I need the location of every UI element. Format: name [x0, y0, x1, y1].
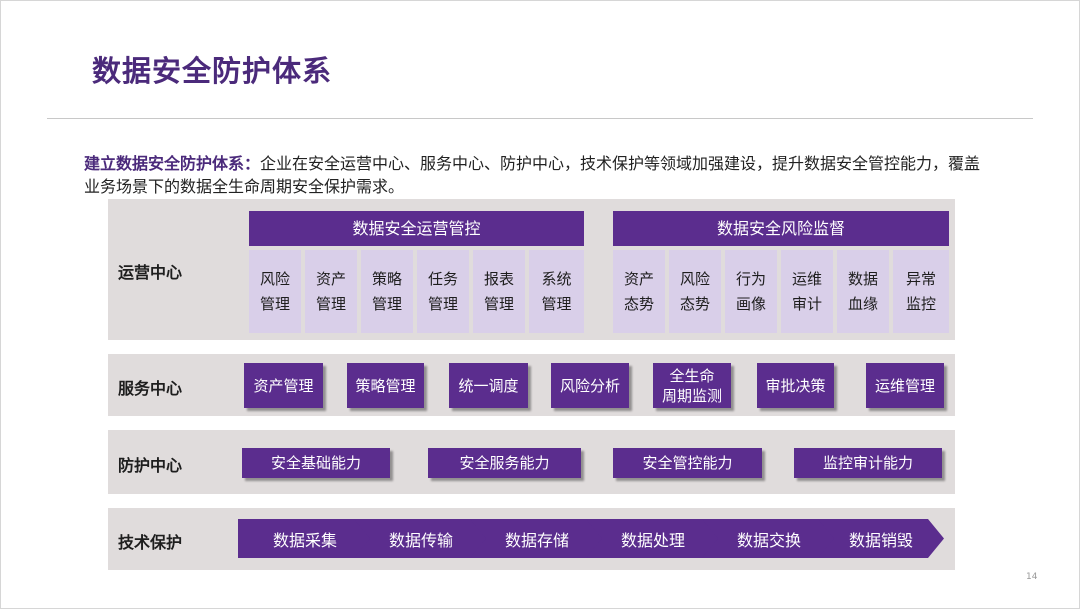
tile-anomaly-monitoring: 异常 监控 — [893, 250, 949, 333]
page-title: 数据安全防护体系 — [92, 54, 333, 88]
protection-item-foundation: 安全基础能力 — [242, 448, 390, 478]
tech-step-processing: 数据处理 — [586, 519, 720, 558]
tile-asset-management: 资产 管理 — [305, 250, 357, 333]
service-label: 服务中心 — [118, 379, 183, 398]
tile-risk-posture: 风险 态势 — [669, 250, 721, 333]
operations-group-supervision: 数据安全风险监督 资产 态势 风险 态势 行为 画像 运维 审计 数据 血缘 异… — [613, 211, 949, 333]
service-item-asset: 资产管理 — [244, 363, 323, 408]
service-item-dispatch: 统一调度 — [449, 363, 528, 408]
intro-lead: 建立数据安全防护体系： — [84, 154, 261, 173]
protection-item-control: 安全管控能力 — [613, 448, 762, 478]
tile-ops-audit: 运维 审计 — [781, 250, 833, 333]
tile-behavior-profile: 行为 画像 — [725, 250, 777, 333]
tile-risk-management: 风险 管理 — [249, 250, 301, 333]
title-divider — [47, 118, 1033, 119]
service-item-lifecycle-monitoring: 全生命 周期监测 — [653, 363, 731, 408]
tech-label: 技术保护 — [118, 533, 183, 552]
tech-step-transmission: 数据传输 — [354, 519, 488, 558]
service-item-risk-analysis: 风险分析 — [551, 363, 629, 408]
tech-step-collection: 数据采集 — [238, 519, 372, 558]
service-item-approval: 审批决策 — [757, 363, 834, 408]
operations-label: 运营中心 — [118, 263, 183, 282]
tile-asset-posture: 资产 态势 — [613, 250, 665, 333]
tile-report-management: 报表 管理 — [473, 250, 525, 333]
intro-paragraph: 建立数据安全防护体系：企业在安全运营中心、服务中心、防护中心，技术保护等领域加强… — [84, 152, 984, 198]
tech-step-storage: 数据存储 — [470, 519, 604, 558]
group-supervision-title: 数据安全风险监督 — [613, 211, 949, 246]
tile-system-management: 系统 管理 — [529, 250, 584, 333]
tech-step-exchange: 数据交换 — [702, 519, 836, 558]
intro-body: 企业在安全运营中心、服务中心、防护中心，技术保护等领域加强建设，提升数据安全管控… — [84, 154, 981, 196]
tile-task-management: 任务 管理 — [417, 250, 469, 333]
protection-label: 防护中心 — [118, 456, 183, 475]
service-item-ops-management: 运维管理 — [866, 363, 944, 408]
protection-item-audit: 监控审计能力 — [794, 448, 942, 478]
operations-group-control: 数据安全运营管控 风险 管理 资产 管理 策略 管理 任务 管理 报表 管理 系… — [249, 211, 584, 333]
tech-step-destruction: 数据销毁 — [818, 519, 944, 558]
tile-data-lineage: 数据 血缘 — [837, 250, 889, 333]
service-item-policy: 策略管理 — [347, 363, 424, 408]
group-control-title: 数据安全运营管控 — [249, 211, 584, 246]
page-number: 14 — [1026, 572, 1038, 582]
tile-policy-management: 策略 管理 — [361, 250, 413, 333]
protection-item-service: 安全服务能力 — [428, 448, 581, 478]
